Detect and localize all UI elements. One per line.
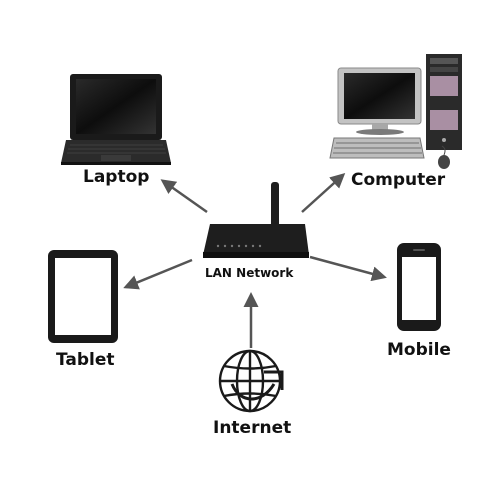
internet-globe-icon	[218, 349, 284, 413]
internet-label: Internet	[213, 418, 292, 438]
router-icon	[203, 182, 309, 258]
connection-arrows	[123, 172, 387, 348]
computer-label: Computer	[351, 170, 446, 190]
tablet-label: Tablet	[56, 350, 115, 370]
arrow-to-computer	[301, 172, 346, 213]
tablet-icon	[48, 250, 118, 343]
mobile-icon	[397, 243, 441, 331]
computer-icon	[329, 54, 462, 169]
arrow-to-mobile	[309, 255, 387, 282]
arrow-to-laptop	[160, 179, 208, 214]
arrow-to-tablet	[123, 258, 193, 290]
mobile-label: Mobile	[387, 340, 451, 360]
laptop-icon	[61, 74, 171, 165]
lan-network-label: LAN Network	[205, 266, 294, 280]
laptop-label: Laptop	[83, 167, 150, 187]
